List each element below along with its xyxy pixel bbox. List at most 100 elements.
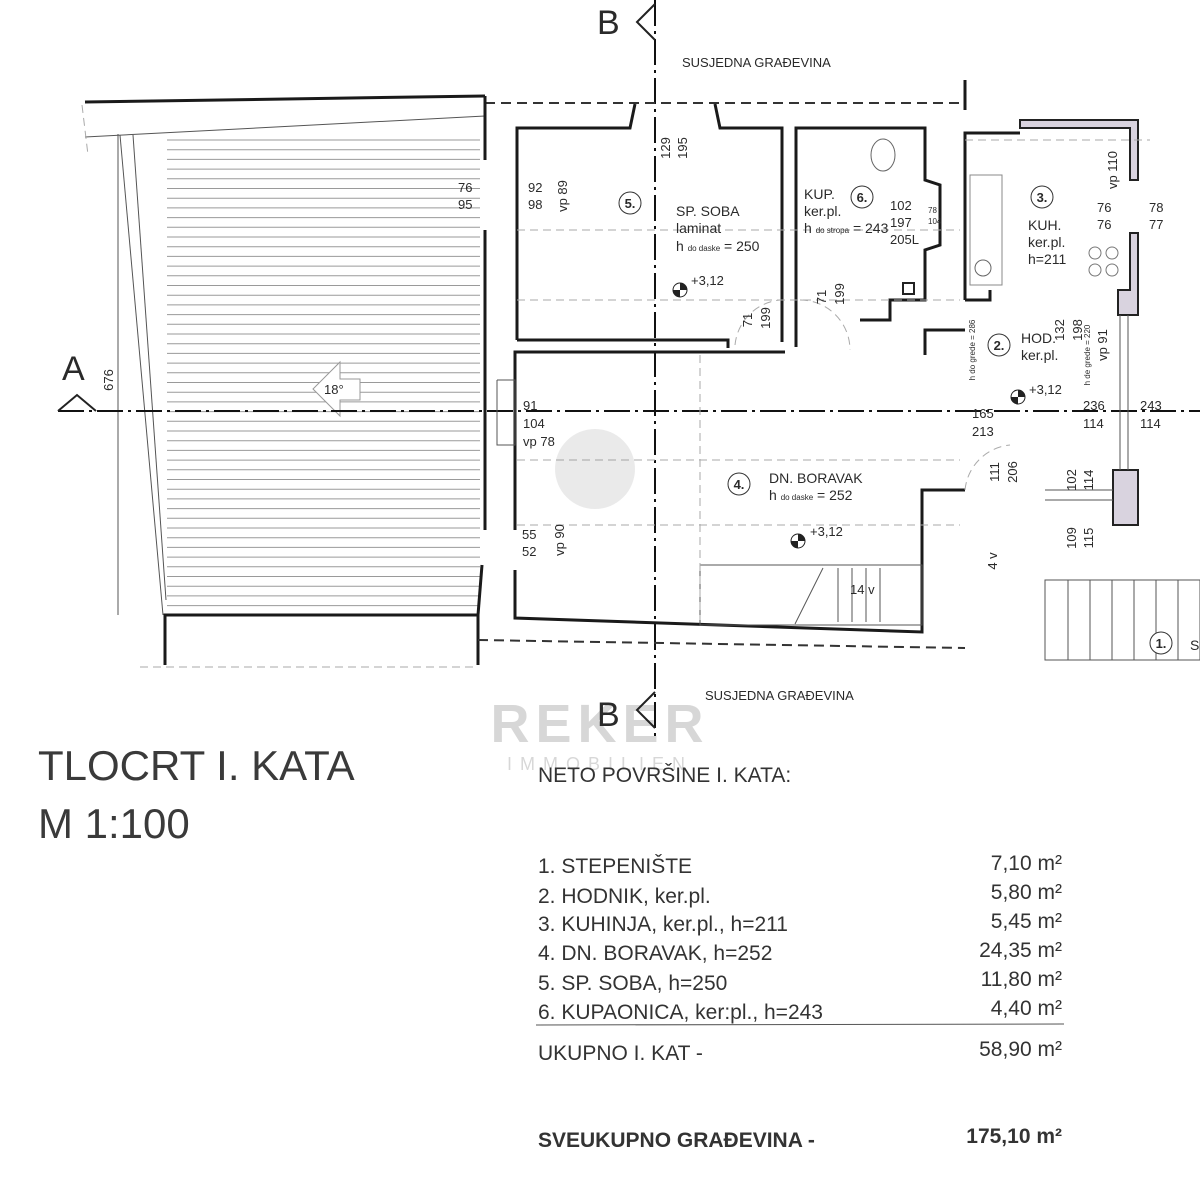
roof-area: 18° 676 — [81, 94, 486, 668]
dimension: 132 — [1052, 319, 1067, 341]
room-height: h do stropa = 243 — [804, 220, 889, 236]
shaft-icon — [902, 282, 915, 295]
dimension: 76 — [1097, 200, 1111, 215]
stove-icon — [1088, 246, 1119, 277]
dimension: 4 v — [985, 552, 1000, 570]
room-height: h do daske = 252 — [769, 487, 853, 503]
door-swing — [734, 299, 781, 346]
watermark-sub: IMMOBILIEN — [507, 754, 693, 774]
area-row-label: 5. SP. SOBA, h=250 — [538, 972, 727, 995]
dimension: 95 — [458, 197, 472, 212]
room-name: SP. SOBA — [676, 203, 740, 219]
total-label: UKUPNO I. KAT - — [538, 1042, 703, 1065]
section-b-bottom-marker-icon — [635, 691, 656, 729]
room-4: 4. DN. BORAVAK h do daske = 252 — [727, 470, 863, 503]
dimension: 199 — [758, 307, 773, 329]
dimension: 78 — [928, 206, 937, 215]
area-row-value: 7,10 m² — [991, 852, 1062, 875]
dimension: vp 110 — [1105, 151, 1120, 189]
dimension: vp 90 — [552, 524, 567, 556]
washing-machine-icon — [974, 259, 992, 277]
dimension: 114 — [1083, 416, 1104, 431]
area-row-label: 4. DN. BORAVAK, h=252 — [538, 942, 772, 965]
level-value: +3,12 — [1029, 382, 1062, 397]
dimension: 104 — [928, 217, 942, 226]
dimension: 236 — [1083, 398, 1105, 413]
room-3: 3. KUH. ker.pl. h=211 — [1028, 185, 1066, 267]
building-walls — [476, 80, 1200, 661]
room-6: 6. KUP. ker.pl. h do stropa = 243 — [804, 185, 889, 236]
room-floor: ker.pl. — [1028, 234, 1065, 250]
section-b-top-marker-icon — [635, 3, 656, 41]
dimension: 243 — [1140, 398, 1162, 413]
area-row-value: 5,45 m² — [991, 910, 1062, 933]
sink-icon — [969, 174, 1003, 286]
area-row-value: 24,35 m² — [979, 939, 1062, 962]
dimension: 199 — [832, 283, 847, 305]
total-divider — [535, 1023, 1065, 1026]
level-value: +3,12 — [810, 524, 843, 539]
room-floor: ker.pl. — [1021, 347, 1058, 363]
dimension: 205L — [890, 232, 919, 247]
dimension: 213 — [972, 424, 994, 439]
dimension: 76 — [1097, 217, 1111, 232]
dimension: 78 — [1149, 200, 1163, 215]
roof-slope-label: 18° — [324, 382, 344, 397]
drawing-title: TLOCRT I. KATA — [38, 742, 355, 789]
dimension: vp 91 — [1095, 329, 1110, 361]
dimension: h do grede = 286 — [968, 319, 977, 380]
section-a-marker-icon — [57, 393, 97, 412]
level-mark: +3,12 +3,12 +3,12 — [672, 273, 1062, 549]
area-row-value: 4,40 m² — [991, 997, 1062, 1020]
watermark-logo: REKER IMMOBILIEN — [490, 429, 704, 774]
dimension: vp 89 — [555, 180, 570, 212]
dimension-labels: 76 95 92 98 vp 89 129 195 71 199 71 199 … — [458, 137, 1163, 597]
total-value: 58,90 m² — [979, 1038, 1062, 1061]
area-row-label: 1. STEPENIŠTE — [538, 855, 692, 878]
room-number: 6. — [857, 190, 868, 205]
roof-dimension: 676 — [101, 369, 116, 391]
dimension: 98 — [528, 197, 542, 212]
level-value: +3,12 — [691, 273, 724, 288]
dimension: 111 — [987, 462, 1002, 482]
dimension: 77 — [1149, 217, 1163, 232]
dimension: 197 — [890, 215, 912, 230]
dimension: 71 — [740, 313, 755, 327]
neighbor-building-bottom: SUSJEDNA GRAĐEVINA — [705, 688, 854, 703]
area-table-heading: NETO POVRŠINE I. KATA: — [538, 764, 791, 787]
room-number: 3. — [1037, 190, 1048, 205]
room-1: 1. S — [1149, 631, 1199, 655]
room-floor: laminat — [676, 220, 721, 236]
dimension: 104 — [523, 416, 545, 431]
dimension: 206 — [1005, 461, 1020, 483]
area-row-value: 5,80 m² — [991, 881, 1062, 904]
area-row-label: 2. HODNIK, ker.pl. — [538, 885, 711, 908]
section-a-label: A — [62, 350, 85, 388]
dimension: 102 — [1064, 469, 1079, 491]
room-name: DN. BORAVAK — [769, 470, 863, 486]
dimension: 195 — [675, 137, 690, 159]
dimension: 102 — [890, 198, 912, 213]
drawing-scale: M 1:100 — [38, 800, 190, 847]
grand-total-value: 175,10 m² — [966, 1125, 1062, 1148]
dimension: 14 v — [850, 582, 875, 597]
door-swing — [964, 444, 1011, 491]
room-number: 2. — [994, 338, 1005, 353]
room-number: 1. — [1156, 636, 1167, 651]
dimension: 91 — [523, 398, 537, 413]
dimension: 165 — [972, 406, 994, 421]
dimension: 115 — [1081, 528, 1096, 549]
dimension: 92 — [528, 180, 542, 195]
roof-hatching — [167, 139, 480, 607]
room-name: S — [1190, 637, 1199, 653]
dimension: 114 — [1081, 470, 1096, 491]
area-row-label: 3. KUHINJA, ker.pl., h=211 — [538, 913, 788, 936]
slope-arrow-icon — [312, 360, 361, 418]
room-floor: ker.pl. — [804, 203, 841, 219]
dimension: 198 — [1070, 319, 1085, 341]
neighbor-building-top: SUSJEDNA GRAĐEVINA — [682, 55, 831, 70]
dimension: 76 — [458, 180, 472, 195]
room-height: h=211 — [1028, 251, 1066, 267]
dimension: vp 78 — [523, 434, 555, 449]
